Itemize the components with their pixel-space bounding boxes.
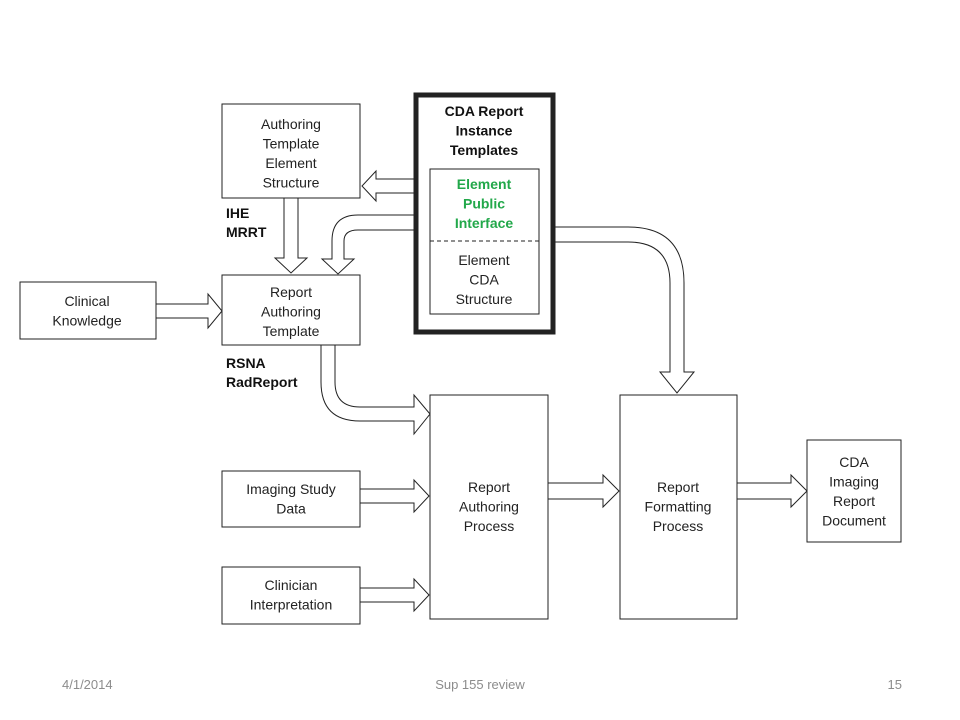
imaging-study-data-box xyxy=(221,470,361,528)
imaging-study-data-text-line: Data xyxy=(276,501,306,517)
clinical-knowledge-box xyxy=(19,281,157,340)
report-formatting-process-text-line: Report xyxy=(657,479,699,495)
cda-report-instance-templates-text-line: Templates xyxy=(450,142,518,158)
rsna-radreport-label-line: RSNA xyxy=(226,355,266,371)
cda-report-instance-templates-text-line: Instance xyxy=(456,123,513,139)
cda-imaging-report-document-text-line: Imaging xyxy=(829,474,879,490)
authoring-template-element-structure-text-line: Authoring xyxy=(261,116,321,132)
clinical-knowledge-text-line: Clinical xyxy=(64,293,109,309)
ihe-mrrt-label: IHE MRRT xyxy=(226,205,267,240)
element-cda-structure-text-line: CDA xyxy=(469,272,499,288)
report-formatting-process-text-line: Formatting xyxy=(645,499,712,515)
report-authoring-process-box xyxy=(429,394,549,620)
arrow-authoring-template-to-report-template xyxy=(273,197,309,274)
arrow-clinical-knowledge-to-report-template xyxy=(155,292,223,330)
report-formatting-process-text-line: Process xyxy=(653,518,704,534)
arrow-clinician-interpretation-to-authoring-process xyxy=(359,577,430,613)
cda-imaging-report-document-text-line: CDA xyxy=(839,454,869,470)
arrow-public-interface-to-report-template xyxy=(320,214,431,275)
cda-report-instance-templates-text-line: CDA Report xyxy=(445,103,524,119)
authoring-template-element-structure-text-line: Structure xyxy=(263,175,320,191)
arrow-cda-templates-to-formatting-process xyxy=(538,226,696,394)
arrow-authoring-process-to-formatting-process xyxy=(547,473,620,509)
report-formatting-process-box xyxy=(619,394,738,620)
report-authoring-process-text-line: Process xyxy=(464,518,515,534)
authoring-template-element-structure-text-line: Element xyxy=(265,155,316,171)
element-public-interface-text-line: Public xyxy=(463,196,505,212)
element-public-interface-text-line: Element xyxy=(457,176,512,192)
clinical-knowledge-text-line: Knowledge xyxy=(52,313,121,329)
clinician-interpretation-text-line: Clinician xyxy=(265,577,318,593)
arrow-imaging-study-to-authoring-process xyxy=(359,478,430,514)
ihe-mrrt-label-line: IHE xyxy=(226,205,249,221)
cda-imaging-report-document-text-line: Report xyxy=(833,493,875,509)
authoring-template-element-structure-box xyxy=(221,103,361,199)
footer-title: Sup 155 review xyxy=(435,677,525,692)
arrow-formatting-process-to-cda-document xyxy=(736,473,808,509)
report-authoring-process-text-line: Authoring xyxy=(459,499,519,515)
cda-imaging-report-document-text-line: Document xyxy=(822,513,886,529)
report-authoring-process-text-line: Report xyxy=(468,479,510,495)
report-authoring-template-text-line: Template xyxy=(263,323,320,339)
footer-date: 4/1/2014 xyxy=(62,677,113,692)
clinician-interpretation-box xyxy=(221,566,361,625)
report-authoring-template-box xyxy=(221,274,361,346)
element-cda-structure-text-line: Element xyxy=(458,252,509,268)
clinician-interpretation-text-line: Interpretation xyxy=(250,597,333,613)
arrow-report-template-to-authoring-process xyxy=(320,344,431,436)
element-public-interface-text-line: Interface xyxy=(455,215,514,231)
element-cda-structure-text-line: Structure xyxy=(456,291,513,307)
rsna-radreport-label: RSNA RadReport xyxy=(226,355,298,390)
report-authoring-template-text-line: Report xyxy=(270,284,312,300)
report-authoring-template-text-line: Authoring xyxy=(261,304,321,320)
imaging-study-data-text-line: Imaging Study xyxy=(246,481,336,497)
element-box xyxy=(429,168,540,315)
footer-page-number: 15 xyxy=(887,677,902,692)
cda-imaging-report-document-box xyxy=(806,439,902,543)
ihe-mrrt-label-line: MRRT xyxy=(226,224,267,240)
rsna-radreport-label-line: RadReport xyxy=(226,374,298,390)
authoring-template-element-structure-text-line: Template xyxy=(263,136,320,152)
